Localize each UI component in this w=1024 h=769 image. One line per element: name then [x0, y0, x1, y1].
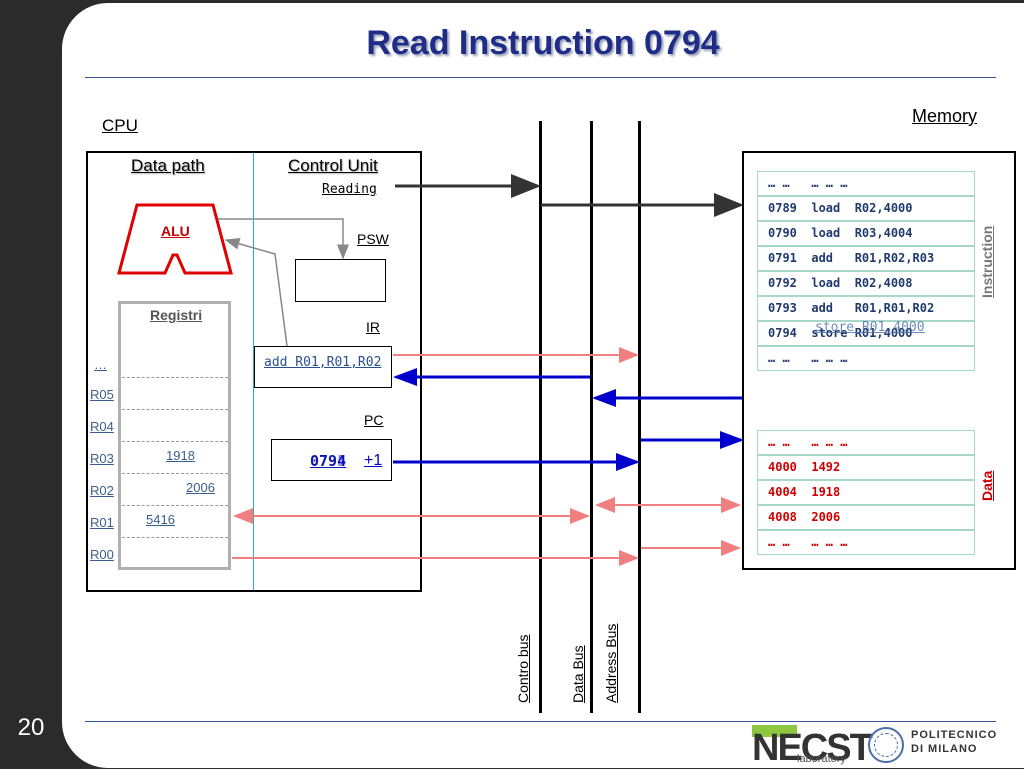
- register-separator: [122, 505, 228, 506]
- polimi-seal-icon: [868, 727, 904, 763]
- instruction-row: 0791 add R01,R02,R03: [757, 246, 975, 271]
- register-value-r03: 1918: [166, 448, 195, 463]
- data-path-label: Data path: [131, 156, 205, 175]
- footer-divider: [85, 721, 996, 722]
- memory-label: Memory: [912, 106, 978, 126]
- cpu-label: CPU: [102, 116, 138, 135]
- reading-label: Reading: [322, 182, 377, 197]
- slide-title: Read Instruction 0794: [366, 24, 720, 62]
- pc-value-old: 0794: [310, 452, 347, 470]
- pc-label: PC: [364, 412, 384, 428]
- control-unit-label: Control Unit: [288, 156, 378, 175]
- ir-value: add R01,R01,R02: [264, 355, 382, 370]
- register-value-r01: 5416: [146, 512, 175, 527]
- instruction-row: … … … … …: [757, 171, 975, 196]
- pc-register: [271, 439, 392, 481]
- registers-label: Registri: [150, 307, 203, 323]
- ir-label: IR: [366, 319, 380, 335]
- pc-increment: +1: [364, 452, 383, 469]
- psw-register: [295, 259, 386, 302]
- data-row: … … … … …: [757, 530, 975, 555]
- cpu-box: [86, 151, 422, 592]
- instruction-row: … … … … …: [757, 346, 975, 371]
- control-bus-line: [539, 121, 542, 713]
- register-file: [118, 301, 231, 570]
- ir-register: [254, 346, 392, 388]
- register-separator: [122, 537, 228, 538]
- instruction-row: 0793 add R01,R01,R02: [757, 296, 975, 321]
- register-name: R00: [90, 547, 114, 562]
- pc-value-new: 0795: [310, 452, 347, 470]
- register-value-r02: 2006: [186, 480, 215, 495]
- necst-logo-bar: [752, 725, 797, 737]
- register-name: R04: [90, 419, 114, 434]
- data-row: … … … … …: [757, 430, 975, 455]
- address-bus-line: [638, 121, 641, 713]
- register-name: R05: [90, 387, 114, 402]
- alu-label: ALU: [161, 223, 190, 239]
- slide-background: [62, 3, 1024, 768]
- memory-box: [742, 151, 1016, 570]
- register-name: …: [94, 357, 107, 372]
- register-separator: [122, 473, 228, 474]
- register-separator: [122, 409, 228, 410]
- polimi-name-line2: DI MILANO: [911, 743, 978, 755]
- title-divider: [85, 77, 996, 78]
- data-bus-line: [590, 121, 593, 713]
- register-name: R03: [90, 451, 114, 466]
- register-separator: [122, 377, 228, 378]
- alu-shape: [117, 203, 233, 275]
- instruction-row: 0789 load R02,4000: [757, 196, 975, 221]
- instruction-row: 0792 load R02,4008: [757, 271, 975, 296]
- cpu-divider: [253, 153, 254, 590]
- register-name: R02: [90, 483, 114, 498]
- instruction-row: 0790 load R03,4004: [757, 221, 975, 246]
- moving-instruction-overlay: store R01,4000: [815, 320, 925, 335]
- polimi-name-line1: POLITECNICO: [911, 729, 998, 741]
- register-separator: [122, 441, 228, 442]
- data-row: 4000 1492: [757, 455, 975, 480]
- register-name: R01: [90, 515, 114, 530]
- instruction-row: 0794 store R01,4000: [757, 321, 975, 346]
- psw-label: PSW: [357, 231, 389, 247]
- page-number: 20: [17, 714, 45, 741]
- data-row: 4008 2006: [757, 505, 975, 530]
- polimi-seal-inner: [874, 733, 898, 757]
- necst-laboratory-text: laboratory: [797, 753, 846, 765]
- data-row: 4004 1918: [757, 480, 975, 505]
- necst-logo: NECST: [752, 727, 873, 769]
